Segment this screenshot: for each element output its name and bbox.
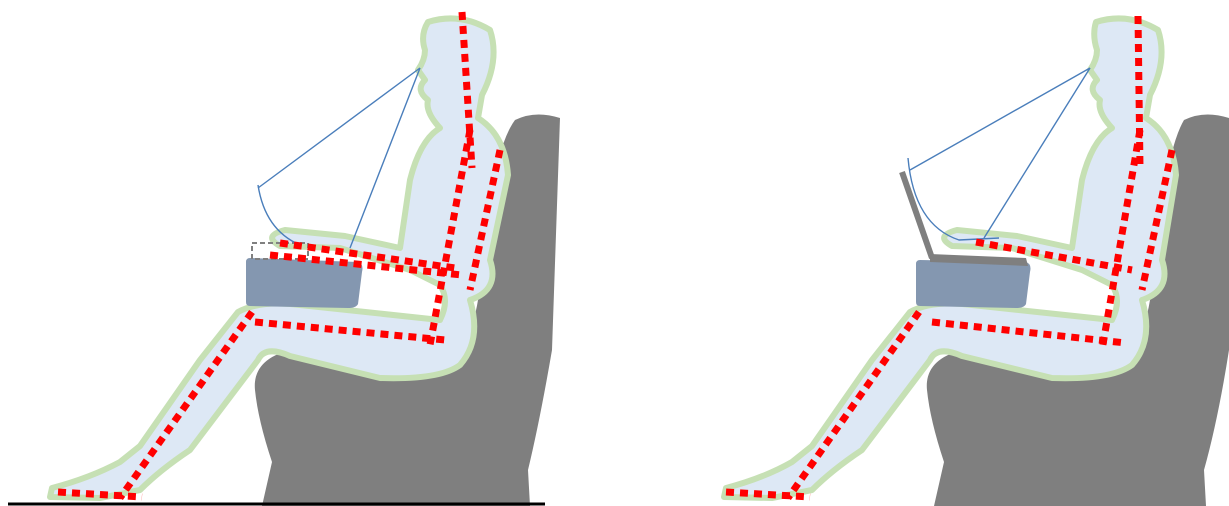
laptop-screen [902, 172, 932, 258]
sight-lines [258, 68, 420, 248]
sight-lines [908, 68, 1090, 240]
left-posture-panel [0, 0, 614, 506]
right-posture-drawing [614, 0, 1229, 506]
lap-cushion [916, 260, 1031, 308]
left-posture-drawing [0, 0, 614, 506]
right-posture-panel [614, 0, 1229, 506]
